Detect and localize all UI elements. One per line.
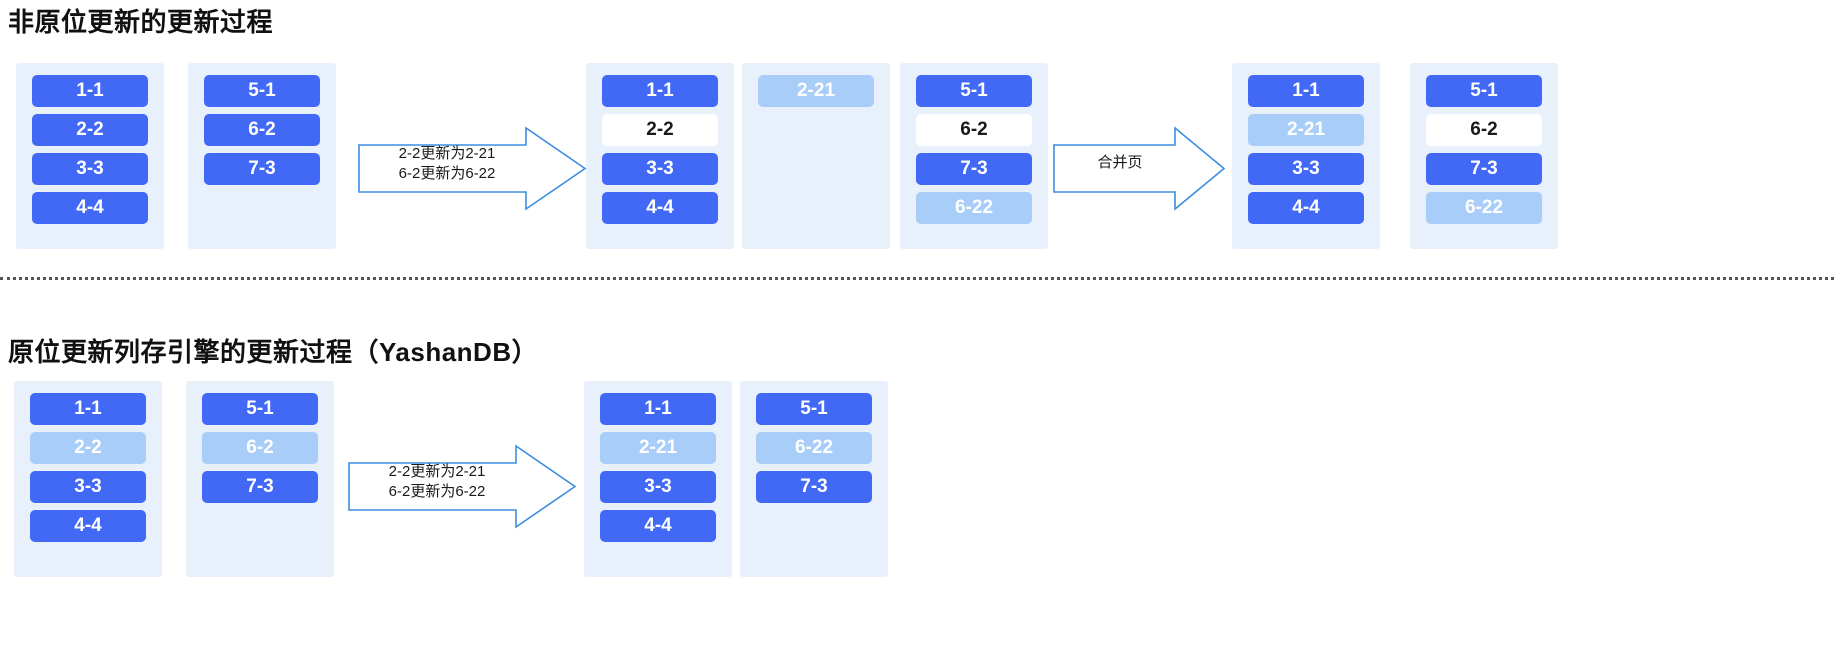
page-cell: 4-4 [32, 192, 148, 224]
page-cell: 6-2 [916, 114, 1032, 146]
page-cell: 7-3 [916, 153, 1032, 185]
page-cell: 7-3 [756, 471, 872, 503]
page-cell: 1-1 [1248, 75, 1364, 107]
page-cell: 5-1 [756, 393, 872, 425]
panel-a2: 5-1 6-2 7-3 [188, 63, 336, 249]
page-cell: 6-2 [202, 432, 318, 464]
panel-a5: 5-1 6-2 7-3 6-22 [900, 63, 1048, 249]
page-cell: 4-4 [30, 510, 146, 542]
page-cell: 1-1 [600, 393, 716, 425]
page-cell: 5-1 [1426, 75, 1542, 107]
panel-a6: 1-1 2-21 3-3 4-4 [1232, 63, 1380, 249]
panel-a3: 1-1 2-2 3-3 4-4 [586, 63, 734, 249]
page-cell: 5-1 [204, 75, 320, 107]
page-cell: 3-3 [600, 471, 716, 503]
page-cell: 7-3 [204, 153, 320, 185]
page-cell: 4-4 [1248, 192, 1364, 224]
page-cell: 3-3 [602, 153, 718, 185]
page-cell: 5-1 [916, 75, 1032, 107]
panel-b3: 1-1 2-21 3-3 4-4 [584, 381, 732, 577]
page-cell: 6-22 [756, 432, 872, 464]
page-cell: 6-2 [1426, 114, 1542, 146]
page-cell: 4-4 [600, 510, 716, 542]
page-cell: 3-3 [30, 471, 146, 503]
page-cell: 6-22 [916, 192, 1032, 224]
page-cell: 2-2 [30, 432, 146, 464]
page-cell: 2-21 [758, 75, 874, 107]
arrow-merge-top: 合并页 [1053, 126, 1226, 211]
panel-b2: 5-1 6-2 7-3 [186, 381, 334, 577]
page-cell: 2-2 [32, 114, 148, 146]
section-title-in-place: 原位更新列存引擎的更新过程（YashanDB） [8, 337, 539, 367]
panel-b1: 1-1 2-2 3-3 4-4 [14, 381, 162, 577]
page-cell: 2-2 [602, 114, 718, 146]
page-cell: 6-22 [1426, 192, 1542, 224]
panel-b4: 5-1 6-22 7-3 [740, 381, 888, 577]
section-title-non-in-place: 非原位更新的更新过程 [8, 7, 274, 37]
panel-a4: 2-21 [742, 63, 890, 249]
arrow-update-top: 2-2更新为2-21 6-2更新为6-22 [358, 126, 587, 211]
panel-a7: 5-1 6-2 7-3 6-22 [1410, 63, 1558, 249]
page-cell: 7-3 [1426, 153, 1542, 185]
page-cell: 3-3 [32, 153, 148, 185]
page-cell: 4-4 [602, 192, 718, 224]
page-cell: 1-1 [32, 75, 148, 107]
panel-a1: 1-1 2-2 3-3 4-4 [16, 63, 164, 249]
arrow-update-bottom: 2-2更新为2-21 6-2更新为6-22 [348, 444, 577, 529]
page-cell: 2-21 [1248, 114, 1364, 146]
page-cell: 6-2 [204, 114, 320, 146]
page-cell: 2-21 [600, 432, 716, 464]
page-cell: 7-3 [202, 471, 318, 503]
section-divider [0, 277, 1834, 280]
page-cell: 1-1 [602, 75, 718, 107]
page-cell: 5-1 [202, 393, 318, 425]
page-cell: 1-1 [30, 393, 146, 425]
page-cell: 3-3 [1248, 153, 1364, 185]
